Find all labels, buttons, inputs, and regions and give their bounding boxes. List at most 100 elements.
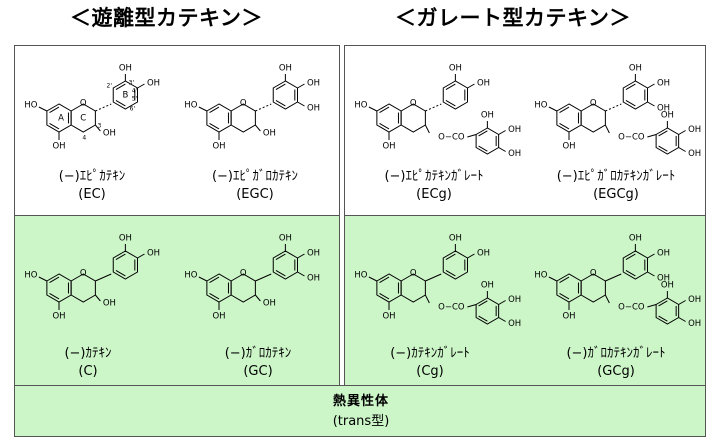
bond-g-oh2 <box>678 300 686 305</box>
oh-gallate-3: OH <box>688 149 701 159</box>
oh-5p: OH <box>657 274 670 284</box>
ring-b <box>442 250 468 280</box>
compound-abbr-c: (C) <box>78 364 98 379</box>
ring-gallate <box>655 127 680 155</box>
bond-5p-oh <box>297 271 305 277</box>
compound-name-gc: (−)ｶﾞﾛｶﾃｷﾝ <box>224 346 292 361</box>
oh-5: OH <box>212 312 225 322</box>
oh-5: OH <box>382 312 395 322</box>
double-bond <box>275 100 286 107</box>
oh-4p: OH <box>657 79 670 89</box>
oh-7: HO <box>534 101 547 111</box>
oh-7: HO <box>24 101 37 111</box>
double-bond <box>379 123 390 130</box>
bond-7-oh <box>198 276 208 282</box>
oh-3p: OH <box>279 64 292 74</box>
double-bond <box>625 253 636 260</box>
bond-c2-ring-b <box>425 273 442 282</box>
bond-c3-ester <box>604 294 610 304</box>
oh-5: OH <box>562 312 575 322</box>
ester-label: O−CO <box>618 303 645 313</box>
footer-subtitle: (trans型) <box>332 414 390 429</box>
compound-abbr-gcg: (GCg) <box>597 364 635 379</box>
bond-g-oh2 <box>498 130 506 135</box>
ring-b <box>622 250 648 280</box>
oh-4p: OH <box>307 249 320 259</box>
ring-b-label: B <box>122 91 128 101</box>
bond-c2-ring-b <box>255 103 272 112</box>
bond-c2-ring-b <box>605 273 622 282</box>
bond-3-oh <box>94 294 101 302</box>
bond-c2-ring-b <box>95 273 112 282</box>
ring-b <box>442 80 468 110</box>
compound-name-cg: (−)ｶﾃｷﾝｶﾞﾚｰﾄ <box>390 346 470 361</box>
double-bond <box>115 253 126 260</box>
bond-ester-gallate <box>467 134 477 138</box>
oh-7: HO <box>184 101 197 111</box>
oh-gallate-2: OH <box>688 125 701 135</box>
double-bond <box>658 315 668 322</box>
double-bond <box>478 130 488 137</box>
oh-gallate-1: OH <box>481 111 494 121</box>
oh-gallate-2: OH <box>508 125 521 135</box>
bond-7-oh <box>548 106 558 112</box>
oh-gallate-2: OH <box>688 295 701 305</box>
oh-3p: OH <box>629 234 642 244</box>
bond-5p-oh <box>297 101 305 107</box>
bond-3-oh <box>254 124 261 132</box>
oh-4p: OH <box>307 79 320 89</box>
double-bond <box>379 276 390 283</box>
ring-c-label: C <box>80 114 86 124</box>
double-bond <box>658 145 668 152</box>
heading-gallate-catechins: ＜ガレート型カテキン＞ <box>395 6 631 30</box>
oh-gallate-3: OH <box>508 319 521 329</box>
oh-4p: OH <box>477 79 490 89</box>
oh-3p: OH <box>279 234 292 244</box>
oh-7: HO <box>24 271 37 281</box>
double-bond <box>379 106 390 113</box>
oh-gallate-1: OH <box>481 281 494 291</box>
ring-a <box>556 103 582 133</box>
double-bond <box>445 270 456 277</box>
oh-4p: OH <box>147 79 160 89</box>
double-bond <box>478 145 488 152</box>
compound-name-egcg: (−)ｴﾋﾟｶﾞﾛｶﾃｷﾝｶﾞﾚｰﾄ <box>556 169 676 184</box>
ring-a <box>206 103 232 133</box>
bond-c2-ring-b <box>425 103 442 112</box>
oh-5p: OH <box>307 104 320 114</box>
compound-abbr-ecg: (ECg) <box>416 187 452 202</box>
bond-5p-oh <box>647 271 655 277</box>
ring-a <box>376 103 402 133</box>
double-bond <box>209 106 220 113</box>
ring-oxygen: O <box>410 269 417 279</box>
double-bond <box>559 293 570 300</box>
double-bond <box>209 293 220 300</box>
position-3p: 3' <box>129 80 135 87</box>
oh-7: HO <box>354 271 367 281</box>
ring-oxygen: O <box>410 99 417 109</box>
double-bond <box>115 270 126 277</box>
compound-abbr-cg: (Cg) <box>416 364 444 379</box>
bond-g-oh3 <box>678 147 686 152</box>
ester-label: O−CO <box>438 133 465 143</box>
oh-4p: OH <box>477 249 490 259</box>
oh-3p: OH <box>449 234 462 244</box>
ring-c <box>580 273 606 303</box>
ring-oxygen: O <box>240 269 247 279</box>
oh-3p: OH <box>119 234 132 244</box>
bond-7-oh <box>38 276 48 282</box>
bond-c3-ester <box>424 124 430 134</box>
bond-4p-oh <box>647 253 655 259</box>
ring-a <box>556 273 582 303</box>
position-2p: 2' <box>107 83 113 90</box>
oh-7: HO <box>354 101 367 111</box>
oh-gallate-2: OH <box>508 295 521 305</box>
double-bond <box>658 130 668 137</box>
